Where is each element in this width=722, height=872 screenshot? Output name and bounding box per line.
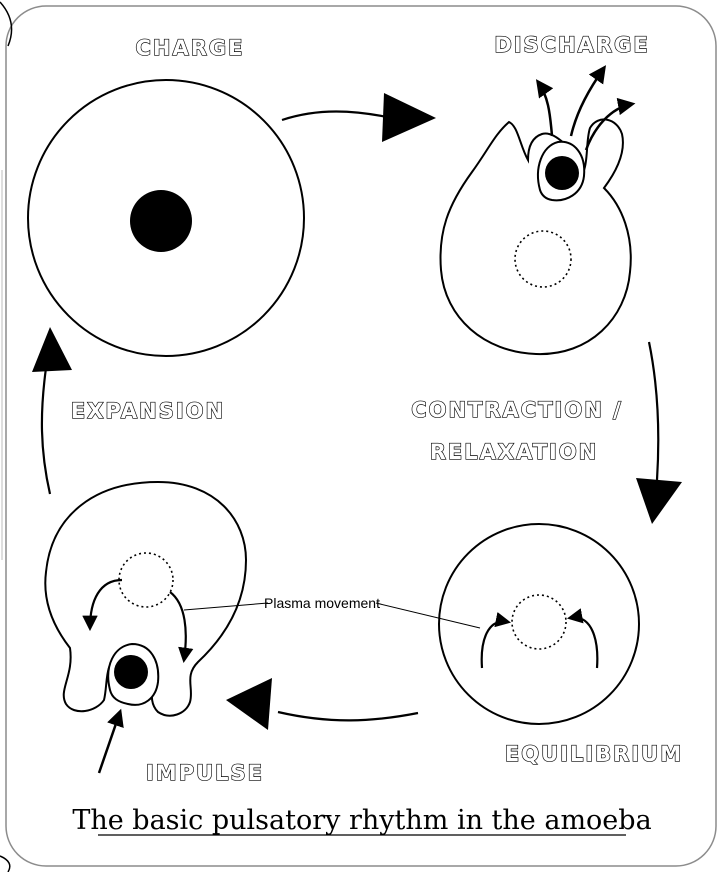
charge-cell (28, 80, 304, 356)
arrow-discharge-to-equilibrium-head (636, 478, 682, 524)
stage-label-charge: CHARGE (136, 36, 245, 60)
equilibrium-cell (439, 524, 639, 724)
stage-label-contraction: CONTRACTION / (411, 398, 623, 422)
discharge-spray-left (538, 82, 552, 136)
stage-label-expansion: EXPANSION (71, 399, 225, 423)
arrow-impulse-to-charge-head (32, 327, 72, 372)
stage-label-discharge: DISCHARGE (494, 33, 649, 57)
arrow-equilibrium-to-impulse (278, 712, 418, 720)
arrow-equilibrium-to-impulse-head (226, 678, 272, 730)
impulse-push-arrow (99, 712, 120, 773)
figure-caption: The basic pulsatory rhythm in the amoeba (72, 805, 651, 836)
stage-label-impulse: IMPULSE (146, 761, 264, 785)
charge-nucleus (130, 190, 192, 252)
discharge-membrane (440, 119, 630, 354)
impulse-cell (45, 482, 246, 773)
discharge-nucleus (545, 156, 579, 190)
impulse-nucleus (114, 655, 148, 689)
stage-label-relaxation: RELAXATION (430, 440, 599, 464)
left-edge-arc-bottom (0, 856, 10, 872)
arrow-charge-to-discharge-head (382, 93, 436, 142)
arrow-charge-to-discharge (282, 112, 392, 121)
discharge-cell (440, 68, 632, 354)
arrow-impulse-to-charge (42, 368, 50, 494)
stage-label-equilibrium: EQUILIBRIUM (505, 742, 683, 766)
equilibrium-membrane (439, 524, 639, 724)
plasma-movement-label: Plasma movement (264, 595, 380, 611)
arrow-discharge-to-equilibrium (649, 342, 658, 480)
